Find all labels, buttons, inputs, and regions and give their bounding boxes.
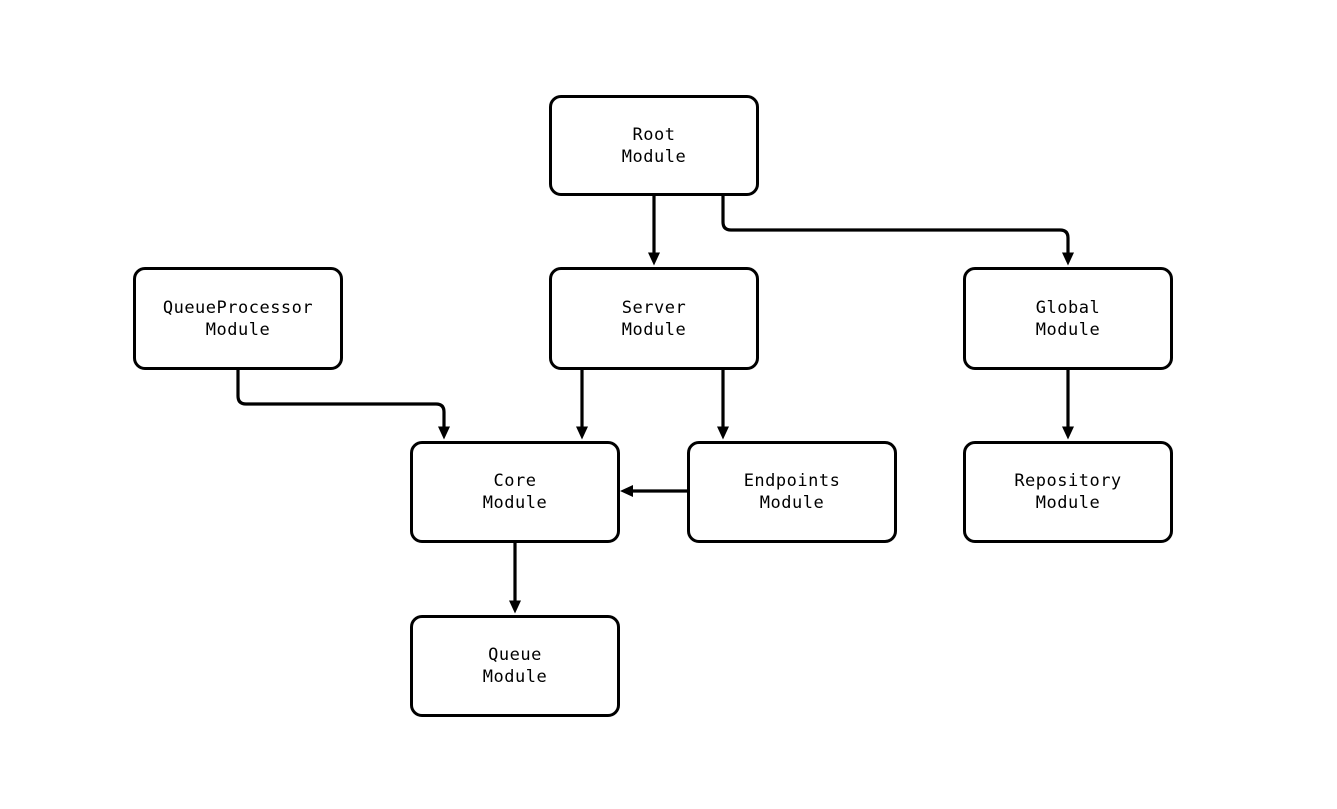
- queue-module-label-line1: Queue: [488, 645, 542, 665]
- global-module-label-line1: Global: [1035, 297, 1101, 318]
- queueprocessor-module-label-line1: QueueProcessor: [162, 297, 314, 318]
- repository-module-label-line1: Repository: [1014, 471, 1122, 491]
- core-module-label-line2: Module: [482, 493, 548, 513]
- endpoints-module-label-line2: Module: [759, 493, 825, 513]
- edge-root-to-global-path: [721, 196, 1074, 266]
- queueprocessor-module-label-line2: Module: [205, 319, 271, 340]
- edge-endpoints-to-core-arrowhead: [620, 485, 633, 497]
- global-module-node[interactable]: Global Module: [963, 267, 1173, 370]
- endpoints-module-label-line1: Endpoints: [743, 471, 841, 491]
- server-module-label-line1: Server: [621, 297, 687, 318]
- queue-module-label-line2: Module: [482, 667, 548, 687]
- core-module-label-line1: Core: [493, 471, 537, 491]
- repository-module-node[interactable]: Repository Module: [963, 441, 1173, 543]
- root-module-label-line1: Root: [632, 124, 676, 145]
- server-module-label-line2: Module: [621, 319, 687, 340]
- endpoints-module-node[interactable]: Endpoints Module: [687, 441, 897, 543]
- root-module-node[interactable]: Root Module: [549, 95, 759, 196]
- global-module-label-line2: Module: [1035, 319, 1101, 340]
- repository-module-label-line2: Module: [1035, 493, 1101, 513]
- server-module-node[interactable]: Server Module: [549, 267, 759, 370]
- core-module-node[interactable]: Core Module: [410, 441, 620, 543]
- queueprocessor-module-node[interactable]: QueueProcessor Module: [133, 267, 343, 370]
- queue-module-node[interactable]: Queue Module: [410, 615, 620, 717]
- root-module-label-line2: Module: [621, 146, 687, 167]
- edge-queueprocessor-to-core-path: [236, 370, 450, 440]
